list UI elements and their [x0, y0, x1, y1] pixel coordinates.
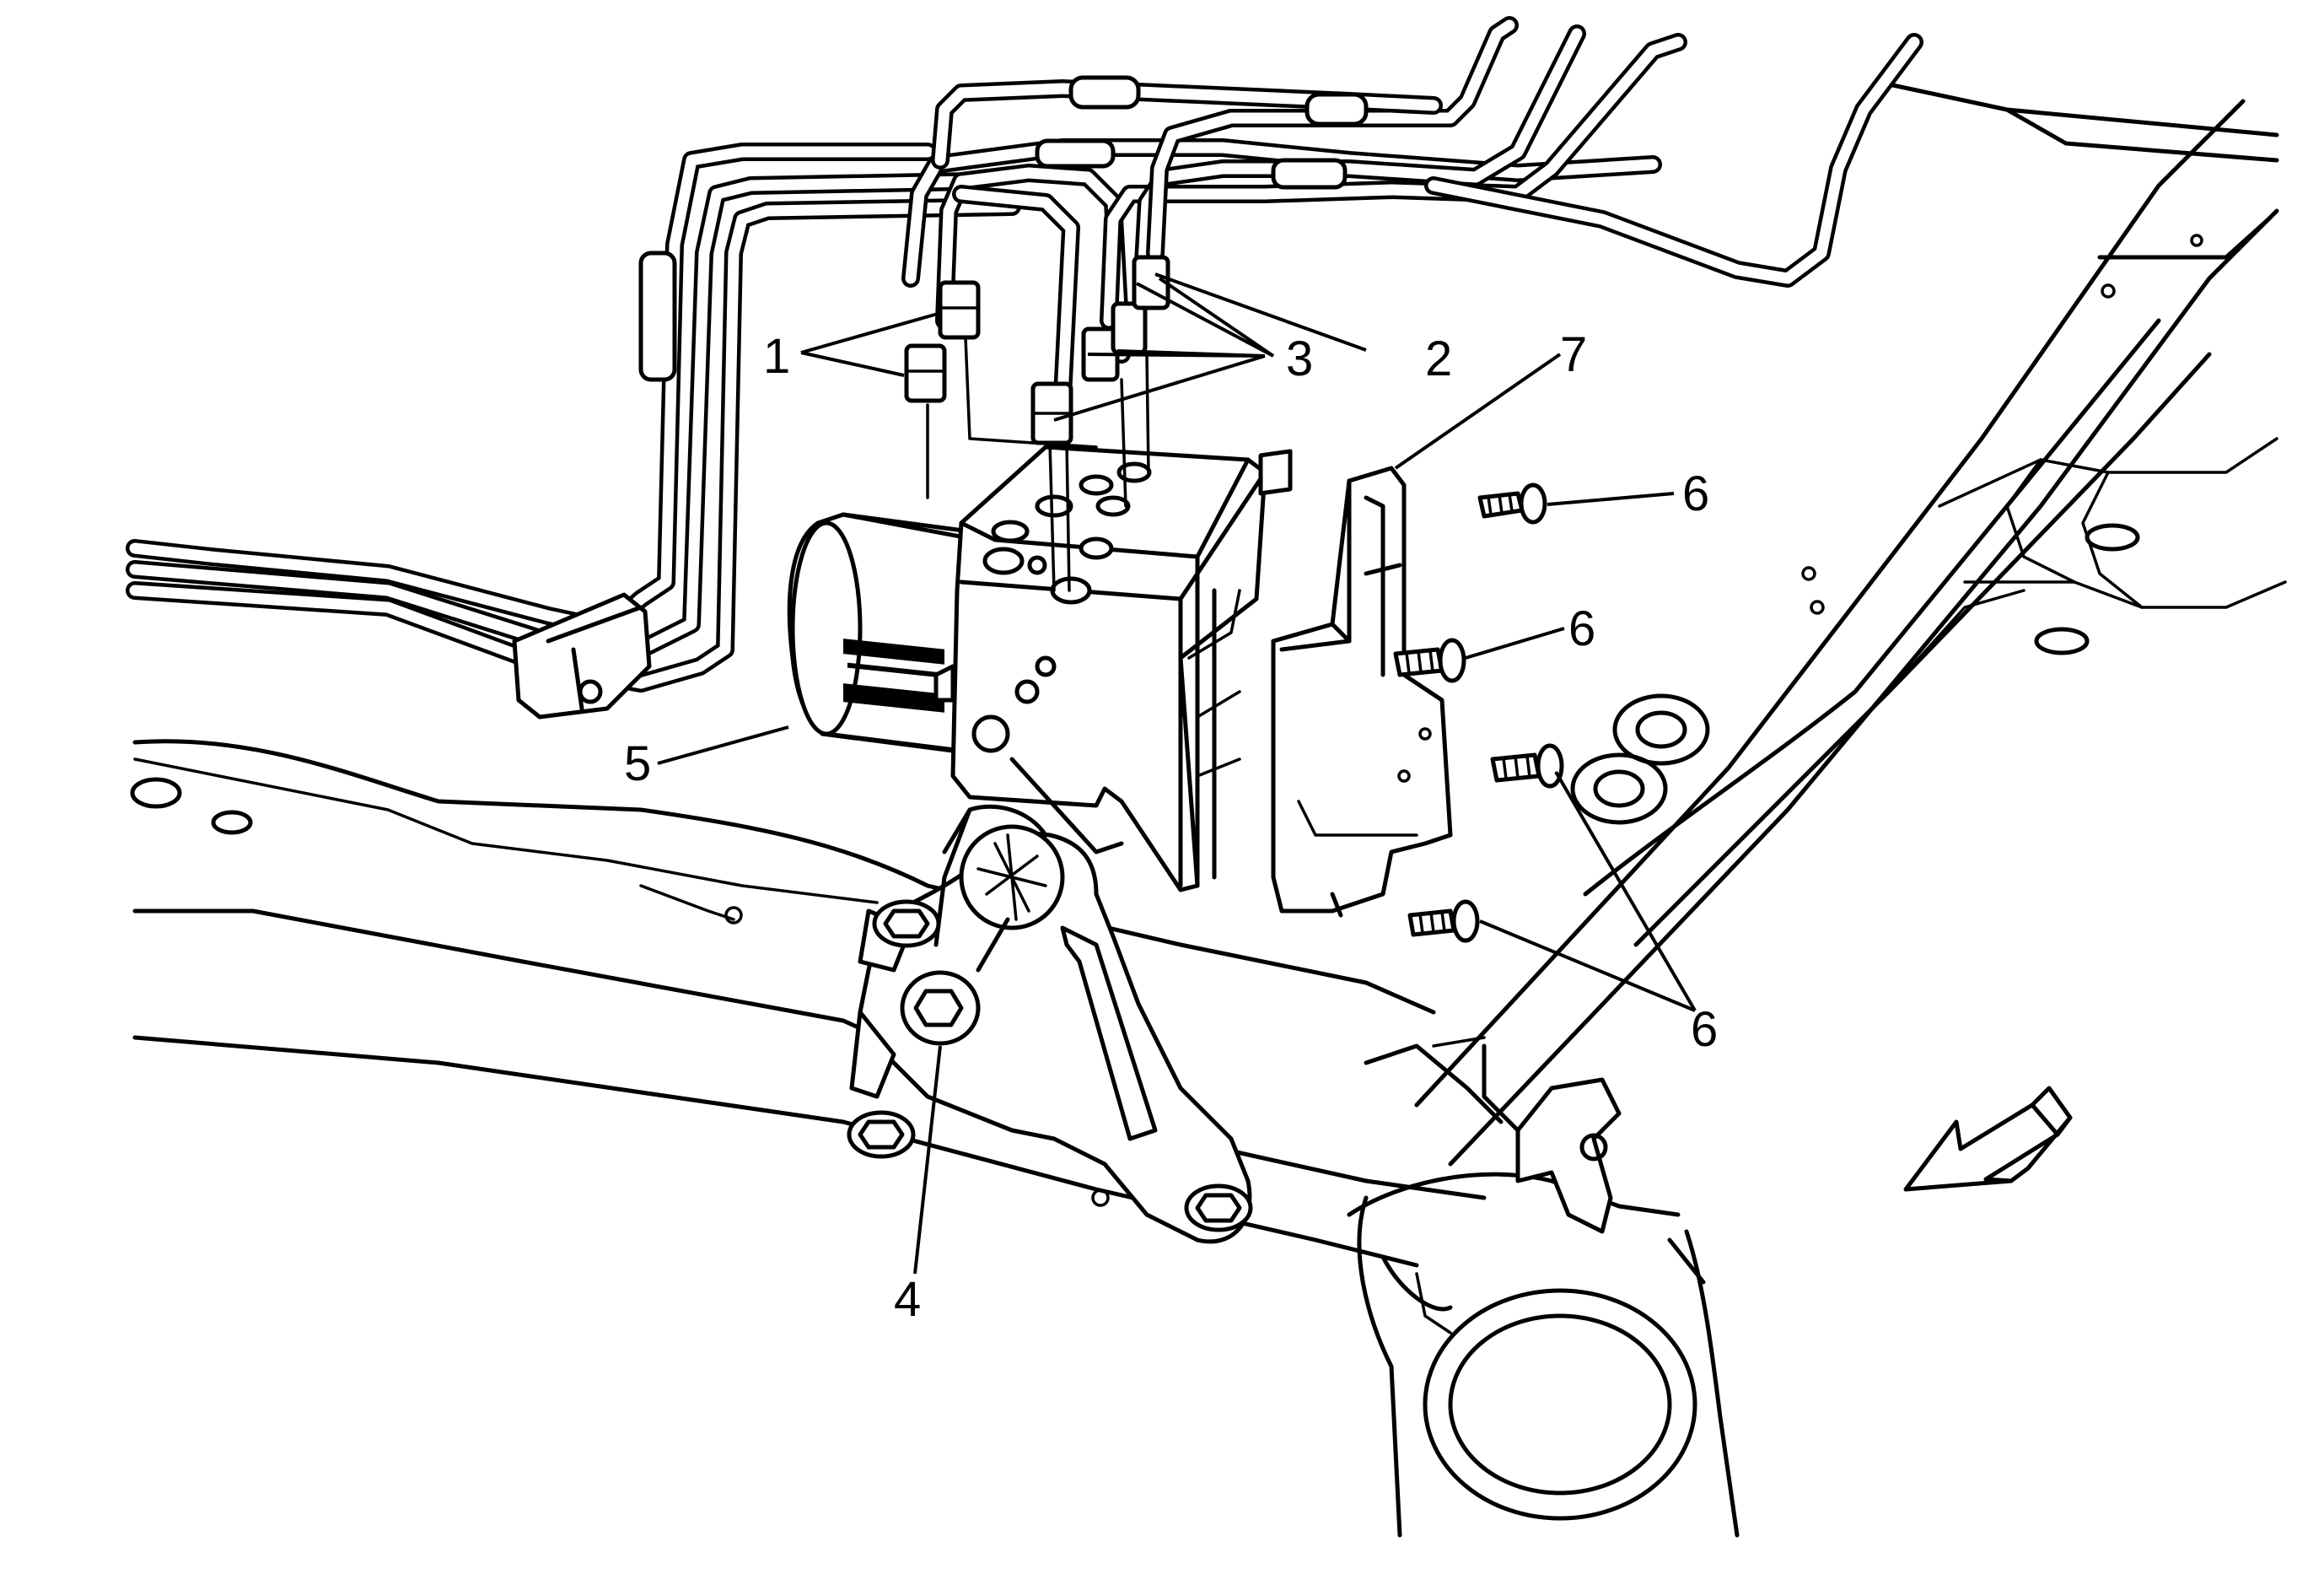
frame-bolt-icon: [1184, 1183, 1253, 1232]
mounting-bracket: [849, 804, 1252, 1244]
module-bolt-icon: [1407, 899, 1480, 943]
frame-bolt-icon: [847, 1110, 916, 1159]
front-arrow-icon: [1903, 1086, 2073, 1192]
barcode-label: [843, 639, 944, 713]
leader-lines: [657, 272, 1697, 1275]
brake-pipes: [126, 16, 1923, 720]
callout-labels: 1 2 3 4 5 6 6 6 7: [624, 327, 1718, 1327]
module-bolts: [1393, 482, 1564, 943]
vehicle-frame: [130, 82, 2287, 1538]
callout-7: 7: [1560, 327, 1587, 382]
callout-3: 3: [1286, 332, 1313, 386]
callout-6-middle: 6: [1568, 601, 1595, 656]
bracket-bolt-icon: [900, 917, 1010, 1046]
fitting-1b-icon: [938, 280, 981, 340]
fitting-1a-icon: [904, 343, 947, 403]
module-bolt-icon: [1477, 482, 1547, 525]
fitting-3a-icon: [1030, 381, 1073, 445]
callout-2: 2: [1425, 332, 1452, 386]
module-bolt-icon: [1490, 743, 1564, 789]
callout-5: 5: [624, 736, 651, 791]
frame-bolt-icon: [872, 899, 941, 948]
callout-4: 4: [894, 1272, 921, 1327]
callout-6-bottom: 6: [1691, 1002, 1718, 1057]
abs-modulator: [787, 445, 1267, 892]
control-module: [1258, 449, 1453, 918]
frame-bolts: [847, 899, 1253, 1232]
fitting-3c-icon: [1111, 301, 1148, 355]
callout-1: 1: [763, 329, 790, 384]
callout-6-top: 6: [1682, 466, 1709, 521]
module-bolt-icon: [1393, 638, 1466, 683]
